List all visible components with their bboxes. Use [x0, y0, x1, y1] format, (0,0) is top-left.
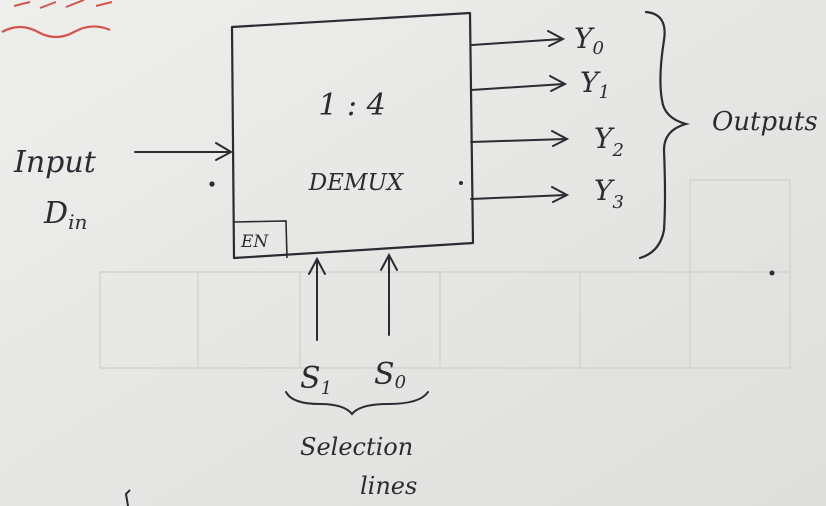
select-arrows	[308, 252, 398, 341]
input-signal-base: D	[43, 196, 68, 231]
outputs-brace	[638, 10, 691, 260]
selects-brace	[285, 391, 429, 416]
stray-pen-mark	[124, 489, 131, 506]
input-word: Input	[13, 145, 97, 180]
heading-underline-scribble	[1, 25, 111, 39]
block-ratio: 1 : 4	[318, 88, 385, 123]
output-label-y0: Y0	[574, 22, 604, 59]
input-signal-label: Din	[43, 196, 87, 234]
selects-label-line1: Selection	[300, 433, 413, 461]
input-dot	[209, 181, 215, 187]
heading-remnant-scribble	[13, 0, 113, 9]
output-label-y3: Y3	[594, 174, 624, 213]
input-signal-sub: in	[68, 210, 87, 234]
background-grid	[99, 179, 791, 369]
select-label-s0: S0	[374, 357, 406, 393]
input-arrow	[134, 142, 234, 161]
enable-box	[233, 220, 288, 259]
block-name: DEMUX	[308, 170, 405, 196]
output-label-y1: Y1	[580, 66, 610, 103]
output-arrows	[470, 30, 570, 203]
output-dot	[459, 181, 463, 185]
stray-dot	[769, 270, 775, 276]
demux-block	[230, 11, 475, 260]
select-label-s1: S1	[300, 361, 332, 399]
outputs-label: Outputs	[712, 107, 818, 137]
selects-label-line2: lines	[360, 472, 417, 500]
enable-label: EN	[240, 232, 269, 252]
output-label-y2: Y2	[594, 122, 624, 161]
